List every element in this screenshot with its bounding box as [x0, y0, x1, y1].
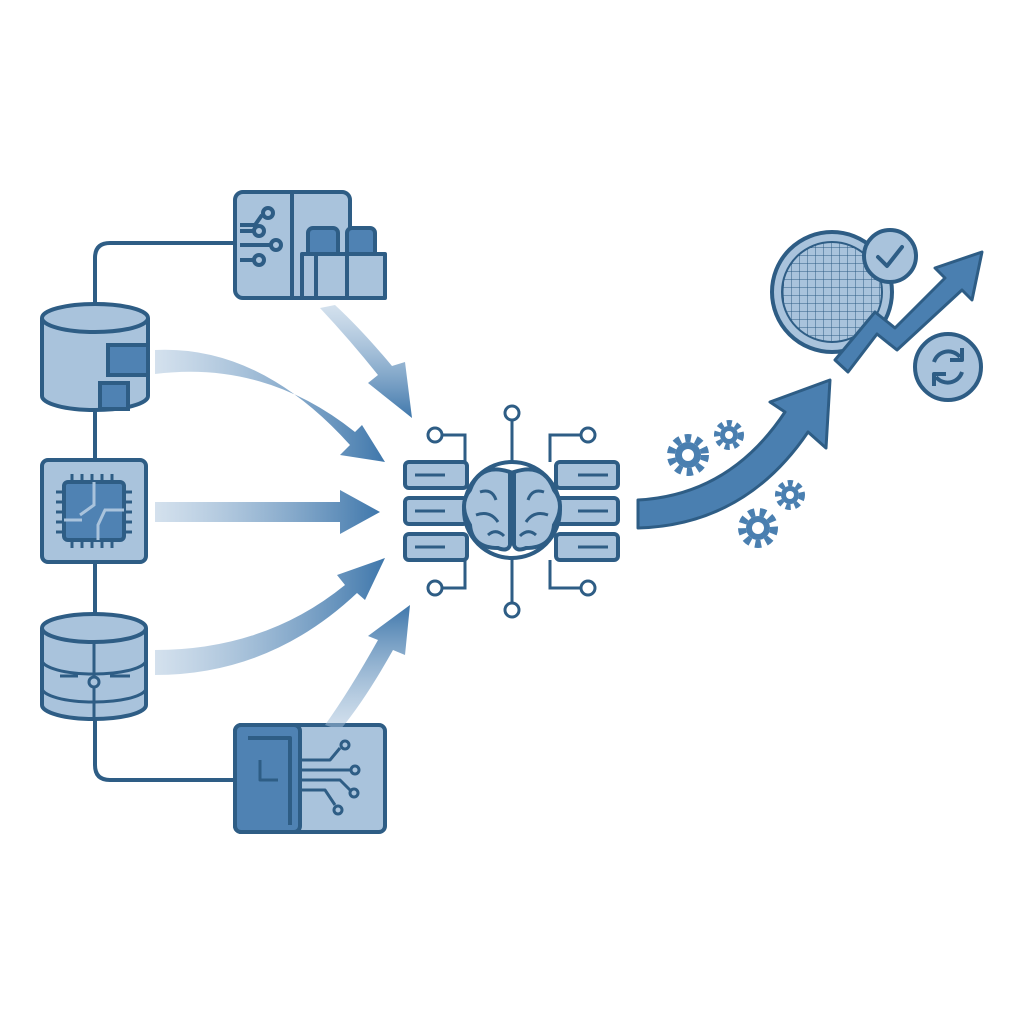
brain-icon	[462, 460, 562, 560]
flow-arrow-upper	[155, 349, 385, 462]
database-circuit-icon	[40, 612, 148, 721]
hub-circuit-lines	[426, 404, 597, 619]
gear-icon	[738, 508, 778, 548]
refresh-icon	[913, 332, 983, 402]
trend-up-icon	[833, 250, 984, 374]
checkmark-icon	[862, 228, 918, 284]
circuit-document-icon	[233, 190, 387, 300]
wafer-icon	[770, 230, 894, 354]
flow-arrow-bottom	[325, 605, 410, 730]
gear-icon	[667, 434, 709, 476]
flow-arrow-lower	[155, 558, 385, 675]
server-rack-icon	[403, 460, 469, 562]
flow-arrow-top	[320, 305, 412, 418]
gear-icon	[775, 480, 805, 510]
flow-arrow-middle	[155, 490, 380, 534]
chip-icon	[40, 458, 148, 564]
circuit-folder-icon	[233, 723, 387, 834]
output-growth-arrow	[636, 378, 832, 530]
server-rack-icon	[554, 460, 620, 562]
gear-icon	[714, 420, 744, 450]
database-icon	[40, 302, 150, 412]
